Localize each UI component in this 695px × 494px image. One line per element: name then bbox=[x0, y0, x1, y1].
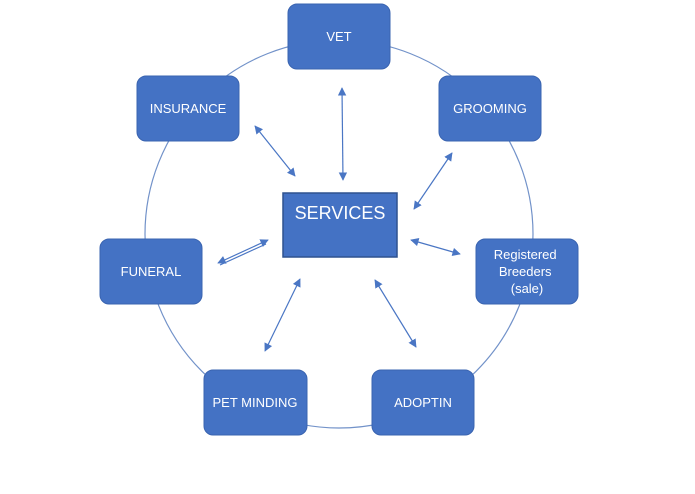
node-registered-breeders-line-1: Registered bbox=[494, 247, 557, 262]
node-vet-label: VET bbox=[326, 29, 351, 44]
connectors bbox=[217, 87, 461, 352]
node-grooming[interactable]: GROOMING bbox=[438, 75, 542, 142]
node-vet[interactable]: VET bbox=[287, 3, 391, 70]
connector-grooming bbox=[413, 152, 453, 210]
node-insurance[interactable]: INSURANCE bbox=[136, 75, 240, 142]
node-registered-breeders-label: Registered Breeders (sale) bbox=[494, 247, 561, 296]
node-registered-breeders-line-2: Breeders bbox=[499, 264, 552, 279]
connector-vet bbox=[337, 87, 348, 181]
connector-registered-breeders bbox=[410, 238, 461, 256]
node-registered-breeders-line-3: (sale) bbox=[511, 281, 544, 296]
services-center-box[interactable]: SERVICES bbox=[282, 192, 398, 258]
connector-adoptin bbox=[374, 279, 417, 348]
node-adoptin-label: ADOPTIN bbox=[394, 395, 452, 410]
node-insurance-label: INSURANCE bbox=[150, 101, 227, 116]
connector-pet-minding bbox=[264, 278, 301, 352]
node-funeral[interactable]: FUNERAL bbox=[99, 238, 203, 305]
services-center-label: SERVICES bbox=[295, 203, 386, 223]
connector-funeral-double bbox=[219, 243, 267, 266]
node-grooming-label: GROOMING bbox=[453, 101, 527, 116]
connector-funeral bbox=[217, 239, 269, 264]
connector-insurance bbox=[254, 125, 296, 177]
node-adoptin[interactable]: ADOPTIN bbox=[371, 369, 475, 436]
node-registered-breeders[interactable]: Registered Breeders (sale) bbox=[475, 238, 579, 305]
node-pet-minding[interactable]: PET MINDING bbox=[203, 369, 308, 436]
node-pet-minding-label: PET MINDING bbox=[213, 395, 298, 410]
node-funeral-label: FUNERAL bbox=[121, 264, 182, 279]
